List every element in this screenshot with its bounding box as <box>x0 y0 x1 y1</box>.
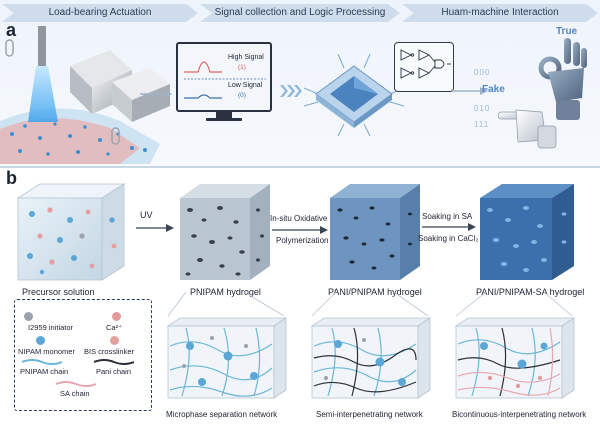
step-oxidative-label-1: In-situ Oxidative <box>270 214 328 223</box>
high-signal-label: High Signal <box>228 54 264 61</box>
panel-divider <box>0 166 600 168</box>
legend-sa-chain-swatch <box>56 381 96 387</box>
banner-load-bearing: Load-bearing Actuation <box>2 4 198 22</box>
weight-block-side <box>112 68 170 100</box>
laser-head <box>38 26 46 66</box>
hand-true-label: True <box>556 26 578 37</box>
signal-plot <box>184 61 266 99</box>
monitor-screen <box>176 42 272 112</box>
chain-link-icon <box>111 127 120 145</box>
network-semi-graphic <box>310 317 432 399</box>
low-signal-label: Low Signal <box>228 82 263 89</box>
legend <box>14 299 152 411</box>
sa-domains <box>487 206 567 272</box>
arrow-right-icon <box>422 223 476 231</box>
legend-monomer-label: NIPAM monomer <box>18 347 75 356</box>
network-bicontinuous-graphic <box>454 317 576 399</box>
pani-pores <box>337 206 412 270</box>
pnipam-pores <box>185 206 264 276</box>
network-microphase-graphic <box>166 317 288 399</box>
cube-precursor <box>16 183 126 281</box>
legend-crosslinker-swatch <box>110 336 119 345</box>
network-bicontinuous-label: Bicontinuous-interpenetrating network <box>452 410 587 419</box>
robot-hand-ok-icon <box>538 38 587 120</box>
legend-initiator-label: I2959 initiator <box>28 323 74 332</box>
legend-monomer-swatch <box>36 336 45 345</box>
binary-decoration: 111 <box>474 120 490 129</box>
actuation-illustration <box>0 26 170 164</box>
panel-a-label: a <box>6 20 17 40</box>
high-signal-trace <box>184 61 222 73</box>
legend-initiator-swatch <box>24 312 33 321</box>
logic-gates-panel <box>394 42 454 92</box>
binary-decoration: 010 <box>474 104 491 113</box>
monitor-stand <box>216 112 232 119</box>
step-soak-sa-label: Soaking in SA <box>422 212 473 221</box>
legend-sa-chain-label: SA chain <box>60 389 90 398</box>
robot-hand-point-icon <box>498 109 557 149</box>
panel-b-label: b <box>6 168 17 188</box>
network-microphase <box>164 316 288 400</box>
legend-calcium-label: Ca²⁺ <box>106 323 123 332</box>
legend-pnipam-chain-swatch <box>22 359 62 365</box>
legend-pani-chain-swatch <box>94 359 134 365</box>
zoom-connectors <box>167 292 573 317</box>
high-signal-value: (1) <box>238 64 246 71</box>
weight-block-top <box>70 50 132 88</box>
cube-pani-pnipam <box>330 184 420 280</box>
legend-crosslinker-label: BIS crosslinker <box>84 347 135 356</box>
chain-link-icon <box>5 39 14 57</box>
banner-human-machine: Huam-machine Interaction <box>402 4 598 22</box>
network-bicontinuous <box>452 316 576 400</box>
legend-pnipam-chain-label: PNIPAM chain <box>20 367 69 376</box>
chevrons-right-icon <box>280 85 302 97</box>
precursor-particles <box>27 207 117 275</box>
strip-dots <box>10 122 147 156</box>
step-soak-cacl2-label: Soaking in CaCl₂ <box>418 234 479 243</box>
banner-signal-processing: Signal collection and Logic Processing <box>200 4 400 22</box>
monitor: High Signal (1) Low Signal (0) <box>176 42 272 122</box>
cube-pani-pnipam-label: PANI/PNIPAM hydrogel <box>328 287 422 297</box>
processor-chip-icon <box>304 54 404 136</box>
cube-pnipam <box>180 184 270 280</box>
arrow-right-icon <box>452 87 488 95</box>
network-semi <box>308 316 432 400</box>
legend-calcium-swatch <box>112 312 121 321</box>
cube-precursor-label: Precursor solution <box>22 287 95 297</box>
binary-decoration: 000 <box>474 68 491 77</box>
step-oxidative-label-2: Polymerization <box>276 236 329 245</box>
legend-pani-chain-label: Pani chain <box>96 367 132 376</box>
network-microphase-label: Microphase separation network <box>166 410 278 419</box>
low-signal-value: (0) <box>238 92 246 99</box>
network-semi-label: Semi-interpenetrating network <box>316 410 423 419</box>
arrow-right-icon <box>136 224 174 232</box>
logic-gate-icons <box>400 49 451 79</box>
arrow-right-icon <box>140 90 172 98</box>
cube-pnipam-label: PNIPAM hydrogel <box>190 287 261 297</box>
cube-pani-pnipam-sa <box>480 184 574 280</box>
laser-beam <box>28 66 58 122</box>
arrow-right-icon <box>272 226 328 234</box>
cube-pani-pnipam-sa-label: PANI/PNIPAM-SA hydrogel <box>476 287 585 297</box>
low-signal-trace <box>184 94 222 99</box>
hand-fake-label: Fake <box>482 84 505 95</box>
uv-label: UV <box>140 210 153 220</box>
